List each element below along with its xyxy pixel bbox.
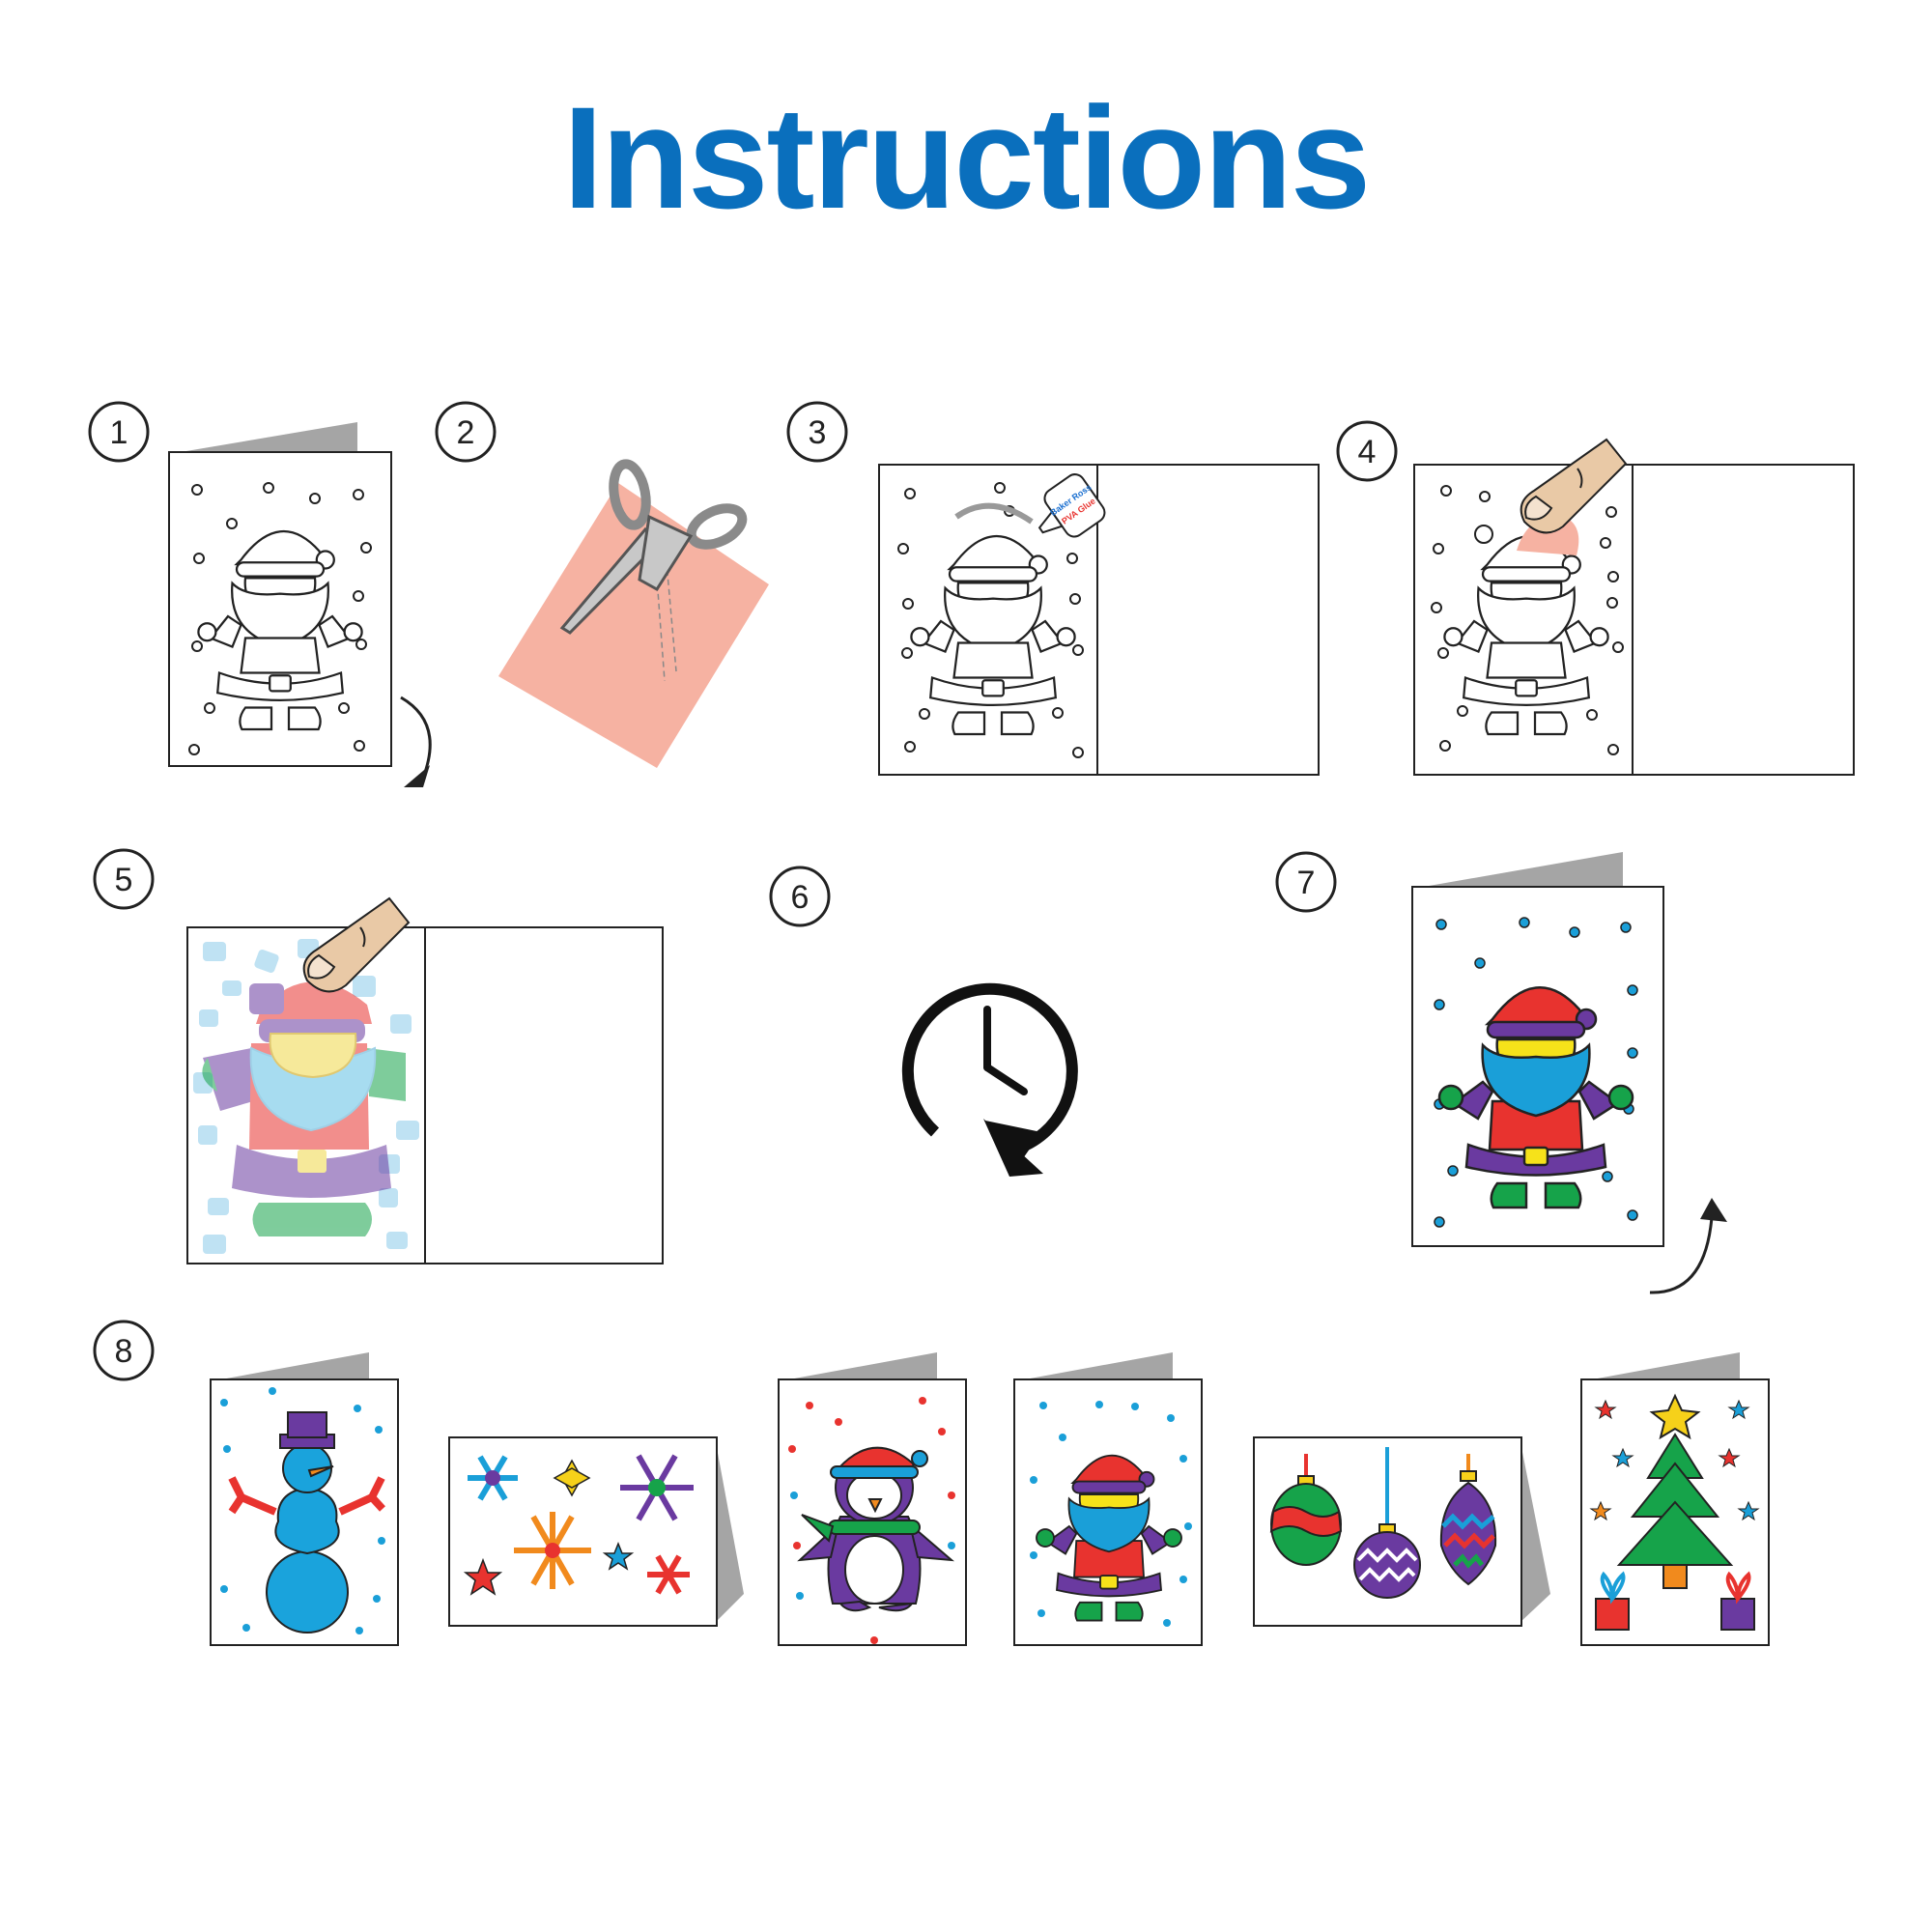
step-7-number: 7 bbox=[1297, 865, 1316, 901]
penguin-icon bbox=[797, 1446, 954, 1612]
step-6-number: 6 bbox=[791, 879, 810, 916]
step-6: 6 bbox=[769, 866, 1078, 1177]
step-7: 7 bbox=[1275, 851, 1727, 1294]
scissors-icon bbox=[559, 459, 748, 635]
step-2: 2 bbox=[435, 401, 769, 768]
christmas-tree-icon bbox=[1595, 1393, 1755, 1631]
step-4-number: 4 bbox=[1358, 434, 1377, 470]
step-3: 3 Baker Ross PVA Glue bbox=[786, 401, 1320, 776]
card-penguin bbox=[778, 1352, 967, 1646]
step-8: 8 bbox=[93, 1320, 1770, 1646]
blank-card-template bbox=[168, 451, 392, 767]
step-1-number: 1 bbox=[110, 414, 128, 451]
card-snowflakes bbox=[448, 1436, 744, 1627]
step-4: 4 bbox=[1336, 420, 1855, 776]
tissue-paper bbox=[498, 483, 769, 768]
snowflakes-icon bbox=[463, 1454, 694, 1596]
glue-bottle-icon: Baker Ross PVA Glue bbox=[1037, 473, 1106, 538]
card-snowman bbox=[210, 1352, 399, 1646]
step-1: 1 bbox=[88, 401, 432, 787]
step-3-number: 3 bbox=[809, 414, 827, 451]
page-title: Instructions bbox=[562, 76, 1371, 239]
step-2-number: 2 bbox=[457, 414, 475, 451]
clock-icon bbox=[901, 982, 1078, 1177]
step-5-number: 5 bbox=[115, 862, 133, 898]
snowman-icon bbox=[228, 1411, 385, 1634]
step-8-number: 8 bbox=[115, 1333, 133, 1370]
card-christmas-tree bbox=[1580, 1352, 1770, 1646]
baubles-icon bbox=[1269, 1447, 1497, 1599]
card-baubles bbox=[1253, 1436, 1550, 1627]
step-5: 5 bbox=[93, 848, 664, 1264]
card-santa bbox=[1013, 1352, 1203, 1646]
